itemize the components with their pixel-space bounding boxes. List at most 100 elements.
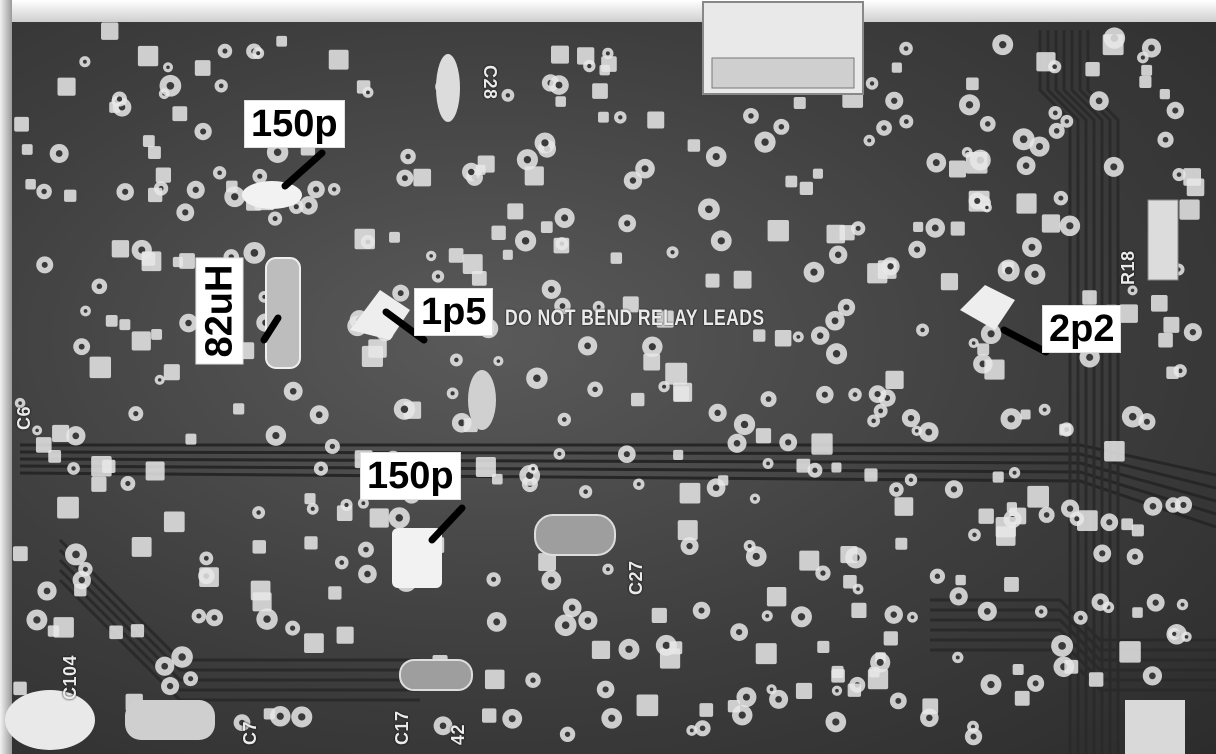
solder-pad — [669, 641, 683, 655]
solder-pad — [867, 668, 889, 690]
component — [5, 690, 95, 750]
solder-pad — [102, 459, 116, 474]
solder-pad — [131, 537, 152, 557]
solder-pad — [1141, 64, 1153, 76]
pad-hole — [834, 251, 842, 258]
solder-pad — [1139, 75, 1152, 88]
solder-pad — [328, 49, 349, 70]
solder-pad — [111, 240, 130, 258]
pad-hole — [1042, 407, 1047, 412]
pad-hole — [395, 514, 403, 522]
pad-hole — [401, 175, 408, 182]
solder-pad — [864, 468, 878, 482]
solder-pad — [1163, 316, 1180, 333]
solder-pad — [35, 437, 52, 453]
pad-hole — [531, 467, 535, 471]
component — [468, 370, 496, 430]
solder-pad — [705, 273, 720, 288]
pad-hole — [1095, 97, 1103, 105]
pad-hole — [547, 576, 555, 584]
pad-hole — [890, 611, 897, 618]
pad-hole — [332, 187, 337, 192]
pad-hole — [714, 409, 721, 417]
solder-pad — [163, 364, 180, 381]
pad-hole — [276, 712, 284, 720]
pad-hole — [766, 461, 770, 466]
pad-hole — [1007, 415, 1015, 423]
pad-hole — [1177, 368, 1183, 374]
pad-hole — [166, 81, 175, 90]
solder-pad — [354, 228, 375, 250]
pad-hole — [987, 330, 995, 338]
solder-pad — [57, 496, 79, 519]
pad-hole — [468, 168, 475, 176]
pad-hole — [752, 552, 760, 561]
solder-pad — [812, 168, 823, 179]
solder-pad — [940, 273, 959, 291]
solder-pad — [843, 574, 857, 589]
solder-pad — [328, 586, 342, 600]
pad-hole — [329, 443, 336, 450]
solder-pad — [598, 111, 609, 123]
pad-hole — [313, 186, 320, 193]
pad-hole — [712, 484, 720, 492]
solder-pad — [831, 462, 842, 473]
pad-hole — [315, 411, 323, 419]
pad-hole — [855, 225, 861, 231]
pad-hole — [592, 386, 598, 393]
pad-hole — [41, 188, 47, 195]
silk-c7: C7 — [240, 720, 260, 745]
pad-hole — [881, 125, 887, 131]
pad-hole — [96, 283, 103, 290]
pad-hole — [493, 618, 501, 626]
pad-hole — [740, 420, 749, 429]
pad-hole — [747, 543, 752, 549]
inductor-82uh — [265, 257, 301, 369]
resistor — [125, 700, 215, 740]
pad-hole — [717, 237, 725, 245]
pad-hole — [218, 83, 224, 89]
silk-warning: DO NOT BEND RELAY LEADS — [505, 305, 765, 330]
solder-pad — [555, 96, 566, 107]
pad-hole — [1004, 266, 1013, 275]
solder-pad — [978, 508, 994, 524]
solder-pad — [839, 225, 855, 241]
solder-pad — [48, 449, 62, 463]
pad-hole — [871, 418, 876, 424]
solder-pad — [361, 345, 383, 368]
solder-pad — [610, 252, 623, 264]
pad-hole — [835, 688, 839, 693]
pad-hole — [1162, 136, 1169, 143]
pad-hole — [185, 319, 192, 327]
pad-hole — [318, 466, 324, 472]
solder-pad — [304, 536, 318, 550]
solder-pad — [785, 175, 798, 188]
solder-pad — [895, 537, 908, 550]
pad-hole — [1184, 634, 1189, 639]
trace — [58, 568, 420, 692]
trace — [930, 618, 1216, 662]
pad-hole — [361, 501, 366, 506]
pad-hole — [662, 641, 671, 650]
solder-pad — [74, 584, 87, 597]
solder-pad — [14, 116, 29, 132]
solder-pad — [25, 179, 36, 190]
pad-hole — [1189, 328, 1197, 336]
solder-pad — [462, 254, 483, 275]
solder-pad — [1082, 290, 1097, 305]
trace — [58, 548, 420, 672]
pad-hole — [1176, 172, 1182, 177]
solder-pad — [540, 221, 553, 233]
silk-r18: R18 — [1118, 250, 1138, 285]
solder-pad — [677, 520, 698, 541]
resistor-r18 — [1147, 199, 1179, 281]
pad-hole — [1110, 163, 1118, 171]
silk-c17: C17 — [392, 710, 412, 745]
pad-hole — [439, 722, 447, 730]
pad-hole — [1028, 243, 1036, 251]
pad-hole — [698, 607, 705, 614]
pad-hole — [999, 41, 1007, 49]
solder-pad — [109, 625, 123, 640]
solder-pad — [753, 329, 766, 342]
solder-pad — [733, 270, 752, 289]
